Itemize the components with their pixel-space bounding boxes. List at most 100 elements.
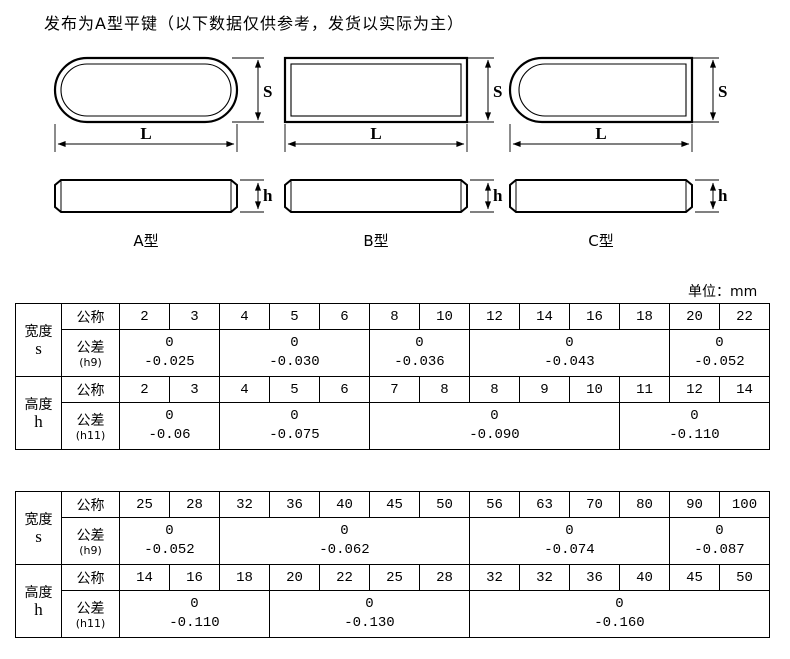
tolerance-lower: -0.087: [694, 542, 745, 558]
width-nominal-value: 14: [519, 303, 570, 330]
width-tolerance-value: 0 -0.052: [669, 329, 770, 377]
height-nominal-value: 8: [419, 376, 470, 403]
nominal-label-cell: 公称: [61, 376, 120, 403]
tolerance-lower: -0.052: [694, 354, 745, 370]
tolerance-upper: 0: [615, 596, 624, 612]
height-nominal-value: 7: [369, 376, 420, 403]
tolerance-lower: -0.110: [169, 615, 220, 631]
tolerance-upper: 0: [165, 335, 174, 351]
key-b-top-view-outline: [283, 56, 469, 124]
height-nominal-value: 20: [269, 564, 320, 591]
nominal-label-cell: 公称: [61, 491, 120, 518]
width-nominal-value: 36: [269, 491, 320, 518]
width-tolerance-value: 0-0.036: [369, 329, 470, 377]
width-nominal-value: 32: [219, 491, 270, 518]
tolerance-upper: 0: [365, 596, 374, 612]
height-nominal-value: 10: [569, 376, 620, 403]
tolerance-grade: (h9): [79, 356, 102, 369]
width-nominal-value: 80: [619, 491, 670, 518]
height-nominal-value: 36: [569, 564, 620, 591]
key-type-diagrams: S L h A型 S L h B型: [53, 56, 728, 250]
width-tolerance-value: 0-0.062: [219, 517, 470, 565]
width-tolerance-value: 0-0.030: [219, 329, 370, 377]
tolerance-upper: 0: [340, 523, 349, 539]
tolerance-lower: -0.075: [269, 427, 320, 443]
width-label: 宽度: [24, 323, 53, 340]
tolerance-lower: -0.025: [144, 354, 195, 370]
dim-label-s-a: S: [263, 82, 272, 101]
width-nominal-value: 20: [669, 303, 720, 330]
tolerance-label-cell: 公差(h9): [61, 329, 120, 377]
width-nominal-value: 18: [619, 303, 670, 330]
tolerance-upper: 0: [490, 408, 499, 424]
height-symbol: h: [34, 599, 43, 619]
height-nominal-value: 4: [219, 376, 270, 403]
width-nominal-value: 3: [169, 303, 220, 330]
height-nominal-value: 18: [219, 564, 270, 591]
key-a-top-view-inner-line: [60, 63, 232, 117]
width-tolerance-value: 0-0.074: [469, 517, 670, 565]
tolerance-upper: 0: [715, 335, 724, 351]
width-nominal-value: 40: [319, 491, 370, 518]
height-nominal-value: 32: [469, 564, 520, 591]
key-type-a-label: A型: [133, 232, 158, 250]
height-tolerance-value: 0-0.110: [619, 402, 770, 450]
height-tolerance-value: 0-0.110: [119, 590, 270, 638]
tolerance-grade: (h11): [75, 429, 106, 442]
height-nominal-value: 22: [319, 564, 370, 591]
tolerance-lower: -0.090: [469, 427, 520, 443]
width-tolerance-value: 0 -0.087: [669, 517, 770, 565]
height-nominal-value: 40: [619, 564, 670, 591]
width-tolerance-value: 0-0.052: [119, 517, 220, 565]
tolerance-label: 公差: [76, 601, 105, 617]
height-tolerance-value: 0-0.075: [219, 402, 370, 450]
height-nominal-value: 8: [469, 376, 520, 403]
width-nominal-value: 5: [269, 303, 320, 330]
width-nominal-value: 22: [719, 303, 770, 330]
page-title: 发布为A型平键（以下数据仅供参考，发货以实际为主）: [44, 14, 464, 33]
tolerance-lower: -0.130: [344, 615, 395, 631]
key-c-side-view-outline: [509, 179, 693, 213]
key-b-side-view-outline: [284, 179, 468, 213]
height-nominal-value: 50: [719, 564, 770, 591]
height-tolerance-value: 0-0.160: [469, 590, 770, 638]
tolerance-label-cell: 公差(h9): [61, 517, 120, 565]
tolerance-upper: 0: [290, 335, 299, 351]
dim-label-h-c: h: [718, 186, 728, 205]
tolerance-upper: 0: [165, 408, 174, 424]
dim-label-s-c: S: [718, 82, 727, 101]
height-label: 高度: [24, 396, 53, 413]
key-type-a-drawing: S L h A型: [53, 56, 273, 250]
dim-label-l-c: L: [595, 124, 606, 143]
tolerance-lower: -0.110: [669, 427, 720, 443]
dim-label-h-b: h: [493, 186, 503, 205]
width-nominal-value: 28: [169, 491, 220, 518]
height-symbol: h: [34, 411, 43, 431]
tolerance-label: 公差: [76, 528, 105, 544]
width-nominal-value: 16: [569, 303, 620, 330]
height-nominal-value: 32: [519, 564, 570, 591]
height-nominal-value: 6: [319, 376, 370, 403]
height-label: 高度: [24, 584, 53, 601]
tolerance-upper: 0: [715, 523, 724, 539]
width-nominal-value: 2: [119, 303, 170, 330]
height-nominal-value: 12: [669, 376, 720, 403]
height-nominal-value: 25: [369, 564, 420, 591]
tolerance-upper: 0: [415, 335, 424, 351]
key-b-top-view-inner-line: [290, 63, 462, 117]
width-symbol: s: [35, 526, 42, 546]
width-nominal-value: 6: [319, 303, 370, 330]
